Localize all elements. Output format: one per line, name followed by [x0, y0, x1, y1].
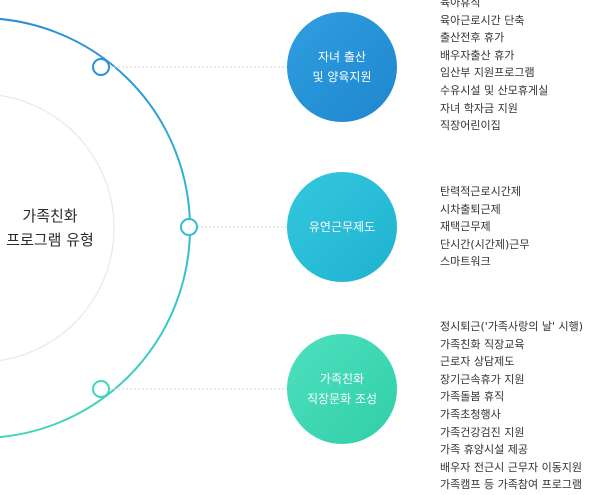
list-item: 시차출퇴근제: [440, 202, 501, 216]
center-title: 가족친화 프로그램 유형: [0, 204, 118, 252]
list-item: 육아근로시간 단축: [440, 13, 525, 27]
ring-node-3: [92, 380, 110, 398]
item-list-1: 육아휴직 육아근로시간 단축 출산전후 휴가 배우자출산 휴가 임산부 지원프로…: [440, 0, 548, 135]
list-item: 재택근무제: [440, 220, 491, 234]
category-label-2: 유연근무제도: [287, 172, 397, 282]
category-label-3-line1: 가족친화: [319, 372, 365, 386]
center-title-line2: 프로그램 유형: [6, 231, 94, 249]
item-list-3: 정시퇴근('가족사랑의 날' 시행) 가족친화 직장교육 근로자 상담제도 장기…: [440, 318, 583, 494]
category-circle-2: [287, 172, 397, 282]
list-item: 근로자 상담제도: [440, 355, 515, 369]
center-title-line1: 가족친화: [22, 207, 78, 225]
list-item: 가족 휴양시설 제공: [440, 443, 528, 457]
ring-node-1: [92, 58, 110, 76]
list-item: 단시간(시간제)근무: [440, 237, 530, 251]
list-item: 배우자출산 휴가: [440, 48, 515, 62]
list-item: 탄력적근로시간제: [440, 185, 521, 198]
item-list-2: 탄력적근로시간제 시차출퇴근제 재택근무제 단시간(시간제)근무 스마트워크: [440, 183, 530, 271]
list-item: 스마트워크: [440, 255, 491, 269]
category-label-3-line2: 직장문화 조성: [306, 392, 378, 406]
category-label-1-line1: 자녀 출산: [318, 50, 366, 64]
list-item: 가족친화 직장교육: [440, 337, 525, 351]
category-circle-3: [287, 334, 397, 444]
list-item: 정시퇴근('가족사랑의 날' 시행): [440, 320, 584, 333]
category-label-2-line1: 유연근무제도: [308, 220, 376, 234]
ring-node-2: [180, 218, 198, 236]
inner-circle: [0, 95, 115, 361]
list-item: 가족돌봄 휴직: [440, 390, 505, 404]
list-item: 출산전후 휴가: [440, 31, 505, 45]
list-item: 배우자 전근시 근무자 이동지원: [440, 460, 583, 474]
category-label-1: 자녀 출산 및 양육지원: [287, 12, 397, 122]
list-item: 가족초청행사: [440, 407, 501, 421]
list-item: 자녀 학자금 지원: [440, 101, 518, 115]
list-item: 가족건강검진 지원: [440, 425, 525, 439]
category-circle-1: [287, 12, 397, 122]
category-label-1-line2: 및 양육지원: [312, 70, 372, 84]
list-item: 수유시설 및 산모휴게실: [440, 83, 549, 97]
list-item: 장기근속휴가 지원: [440, 372, 525, 386]
list-item: 직장어린이집: [440, 119, 501, 133]
category-label-3: 가족친화 직장문화 조성: [287, 334, 397, 444]
list-item: 육아휴직: [440, 0, 481, 9]
list-item: 임산부 지원프로그램: [440, 66, 535, 80]
list-item: 가족캠프 등 가족참여 프로그램: [440, 478, 583, 492]
